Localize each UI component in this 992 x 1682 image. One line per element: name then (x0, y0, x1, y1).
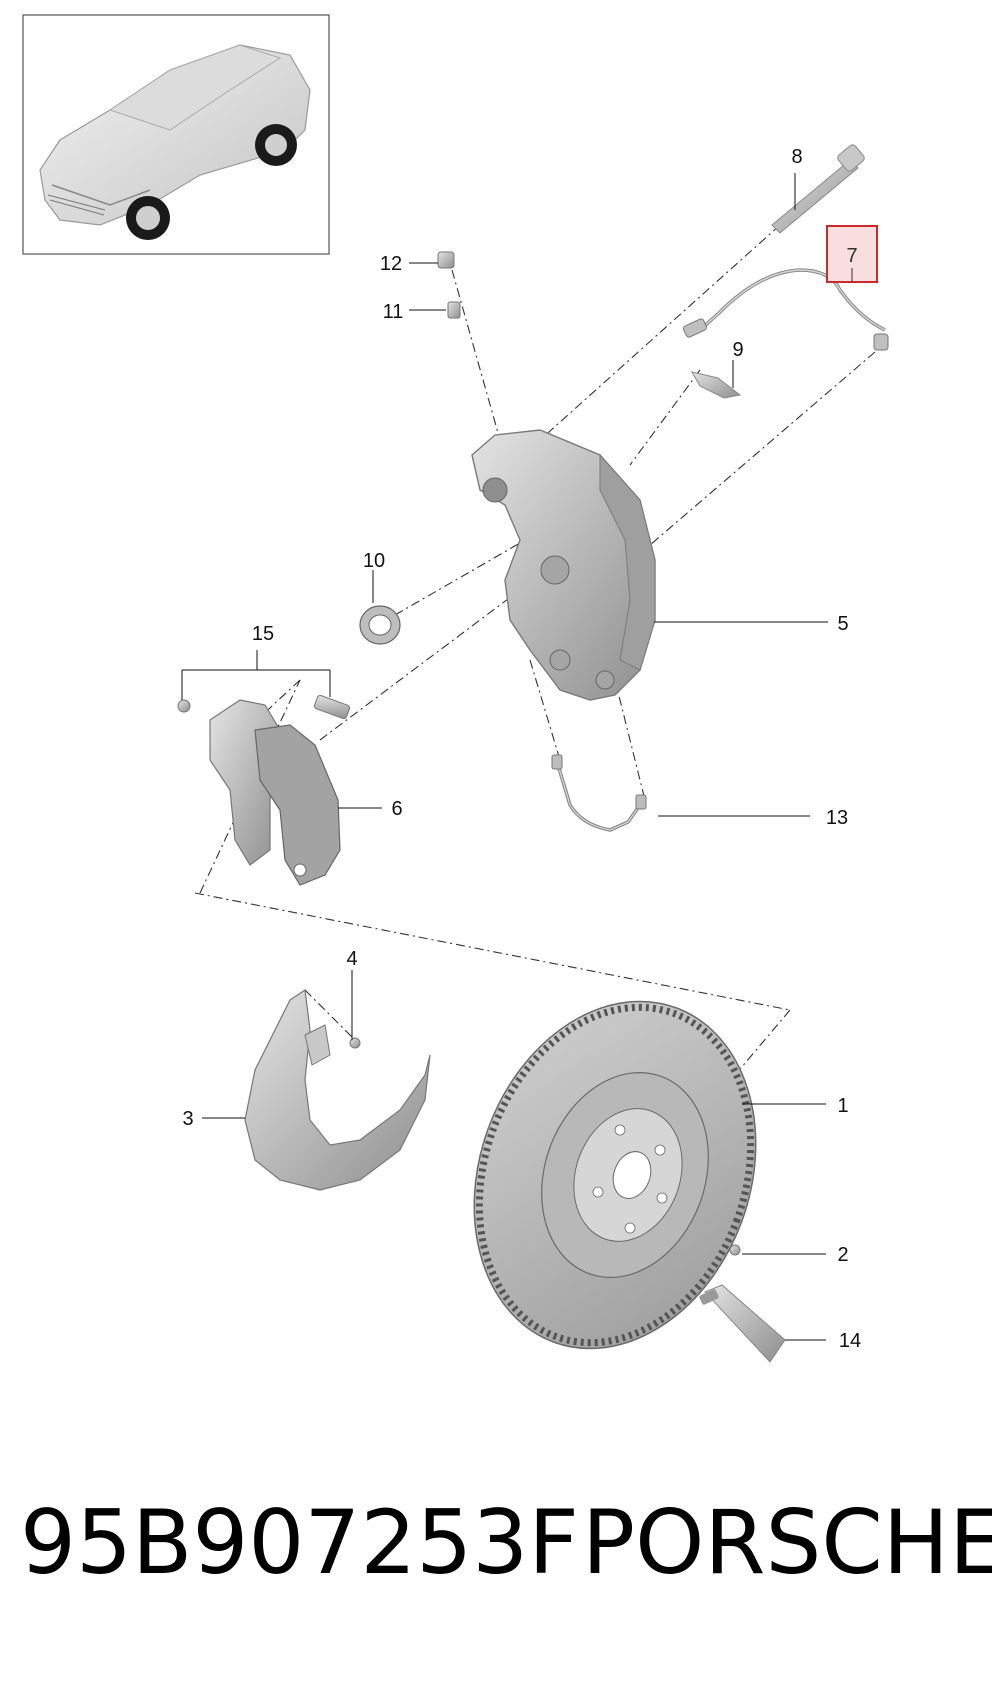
part-9-clip (690, 371, 742, 399)
svg-text:3: 3 (182, 1108, 193, 1130)
callout-9: 9 (732, 339, 743, 361)
part-10-seal-ring (359, 605, 401, 645)
callout-2: 2 (837, 1244, 848, 1266)
callout-7-highlighted: 7 (826, 225, 878, 283)
svg-text:2: 2 (837, 1244, 848, 1266)
svg-text:1: 1 (837, 1095, 848, 1117)
part-2-disc-screw (729, 1244, 741, 1256)
svg-text:14: 14 (839, 1330, 861, 1352)
callout-4: 4 (346, 948, 357, 970)
callout-leaders (181, 173, 828, 1341)
callout-11: 11 (383, 301, 404, 323)
callout-13: 13 (826, 807, 848, 829)
part-14-grease-tube (699, 1284, 786, 1363)
svg-text:4: 4 (346, 948, 357, 970)
svg-text:7: 7 (846, 245, 857, 267)
part-5-caliper (471, 429, 656, 701)
svg-text:5: 5 (837, 613, 848, 635)
callout-12: 12 (380, 253, 402, 275)
part-7-wear-sensor (682, 268, 889, 351)
callout-10: 10 (363, 550, 385, 572)
svg-text:15: 15 (252, 623, 274, 645)
brand-name: PORSCHE (582, 1491, 992, 1594)
svg-text:6: 6 (391, 798, 402, 820)
part-3-dust-shield (244, 988, 431, 1191)
part-11-bleeder-screw (447, 301, 461, 319)
part-1-brake-disc (473, 1000, 757, 1350)
part-number: 95B907253F (20, 1491, 579, 1594)
svg-text:8: 8 (791, 146, 802, 168)
part-8-bolt (771, 144, 865, 234)
svg-text:11: 11 (383, 301, 404, 323)
svg-text:9: 9 (732, 339, 743, 361)
part-13-brake-line (551, 754, 647, 832)
part-4-screw (349, 1037, 361, 1049)
part-6-brake-pads (209, 699, 341, 886)
callout-14: 14 (839, 1330, 861, 1352)
svg-text:10: 10 (363, 550, 385, 572)
callout-8: 8 (791, 146, 802, 168)
part-12-bleeder-cap (437, 251, 455, 269)
callout-5: 5 (837, 613, 848, 635)
svg-text:13: 13 (826, 807, 848, 829)
callout-1: 1 (837, 1095, 848, 1117)
vehicle-thumbnail (22, 14, 330, 255)
callout-3: 3 (182, 1108, 193, 1130)
part-15-pad-hardware (177, 694, 351, 720)
callout-15: 15 (252, 623, 274, 645)
callout-6: 6 (391, 798, 402, 820)
svg-text:12: 12 (380, 253, 402, 275)
